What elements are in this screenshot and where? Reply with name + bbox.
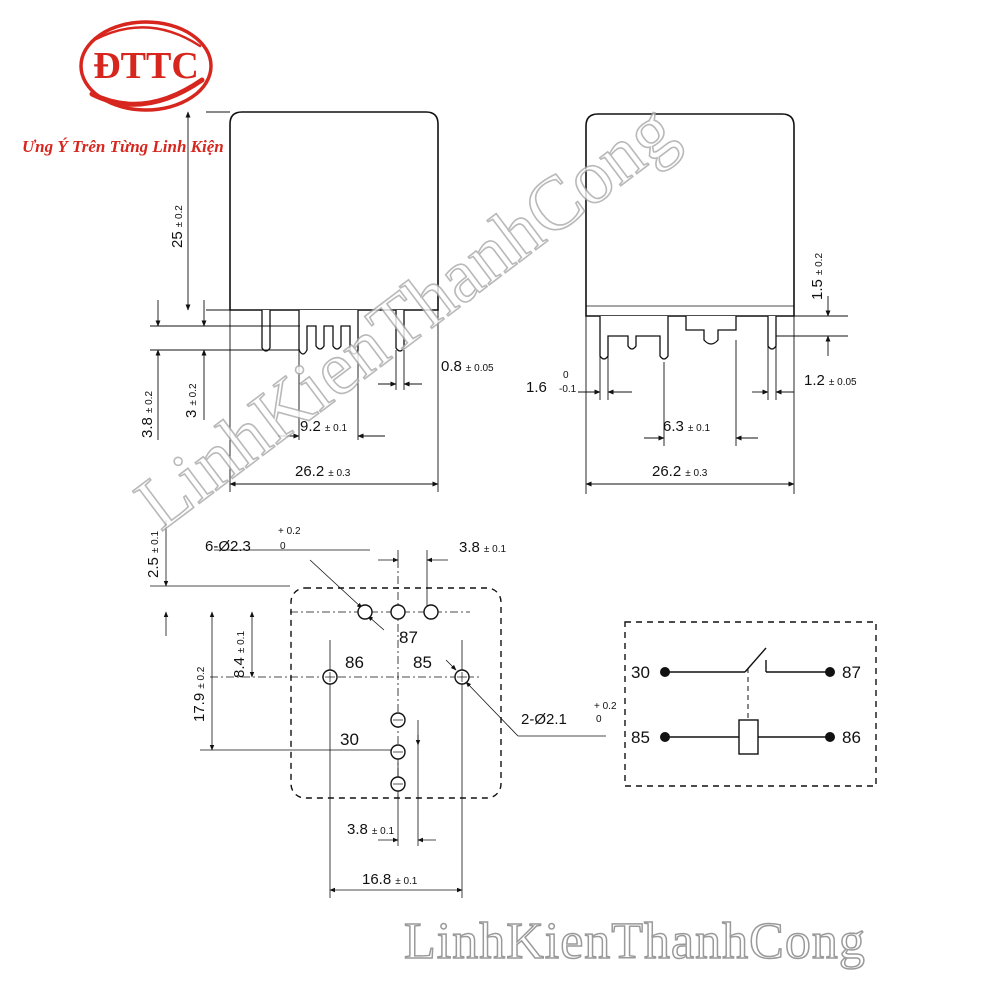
brand-tagline: Ưng Ý Trên Từng Linh Kiện [22,137,224,156]
side-pin-width-label: 1.6 [526,379,547,396]
relay-coil [738,719,759,755]
footprint-holes [322,604,470,792]
large-holes-label: 2-Ø2.1 [521,711,567,728]
side-pin-span-label: 6.3± 0.1 [663,418,710,435]
schematic-pin-87: 87 [842,663,861,682]
pitch-bottom-label: 3.8± 0.1 [347,821,394,838]
schematic-pin-86: 86 [842,728,861,747]
svg-text:ĐTTC: ĐTTC [93,45,199,87]
small-holes-tol-lower: 0 [280,541,286,552]
front-view: 25± 0.2 3.8± 0.2 3± 0.2 0.8± 0.05 9.2± 0… [139,111,494,492]
side-pin-thickness-label: 1.2± 0.05 [804,372,857,389]
side-offset-label: 1.5± 0.2 [809,253,826,300]
pin-30-label: 30 [340,730,359,749]
small-holes-tol-upper: + 0.2 [278,526,301,537]
footprint-width-label: 16.8± 0.1 [362,871,418,888]
front-pin-thickness-label: 0.8± 0.05 [441,358,494,375]
pin-85-label: 85 [413,653,432,672]
pin-86-label: 86 [345,653,364,672]
side-view: 1.5± 0.2 1.6 0 -0.1 1.2± 0.05 6.3± 0.1 2… [526,113,857,494]
watermark-bottom: LinhKienThanhCong [403,912,866,971]
footprint-view: 6-Ø2.3 + 0.2 0 3.8± 0.1 2.5± 0.1 8.4± 0.… [145,520,617,898]
schematic-terminals [660,667,835,742]
side-width-label: 26.2± 0.3 [652,463,708,480]
relay-body-side [585,113,795,317]
schematic-pin-30: 30 [631,663,650,682]
front-pin-len-inner-label: 3± 0.2 [183,383,200,418]
logo-ring-icon: ĐTTC [79,20,213,112]
front-pins [261,310,405,355]
total-height-label: 17.9± 0.2 [191,666,208,722]
large-holes-tol-upper: + 0.2 [594,701,617,712]
schematic-pin-85: 85 [631,728,650,747]
pitch-top-label: 3.8± 0.1 [459,539,506,556]
front-pin-len-outer-label: 3.8± 0.2 [139,391,156,438]
relay-body-front [229,111,439,311]
side-pin-width-tol-upper: 0 [563,370,569,381]
footprint-outline [290,587,502,799]
side-pin-width-tol-lower: -0.1 [559,384,577,395]
row-gap-label: 8.4± 0.1 [231,631,248,678]
front-height-label: 25± 0.2 [169,205,186,248]
front-pin-span-label: 9.2± 0.1 [300,418,347,435]
relay-schematic: 30 87 85 86 [624,621,877,787]
large-holes-tol-lower: 0 [596,714,602,725]
front-width-label: 26.2± 0.3 [295,463,351,480]
side-pins [599,316,777,360]
brand-logo: ĐTTC [74,16,218,116]
schematic-outline [624,621,877,787]
small-holes-label: 6-Ø2.3 [205,538,251,555]
pin-87-label: 87 [399,628,418,647]
top-offset-label: 2.5± 0.1 [145,531,162,578]
